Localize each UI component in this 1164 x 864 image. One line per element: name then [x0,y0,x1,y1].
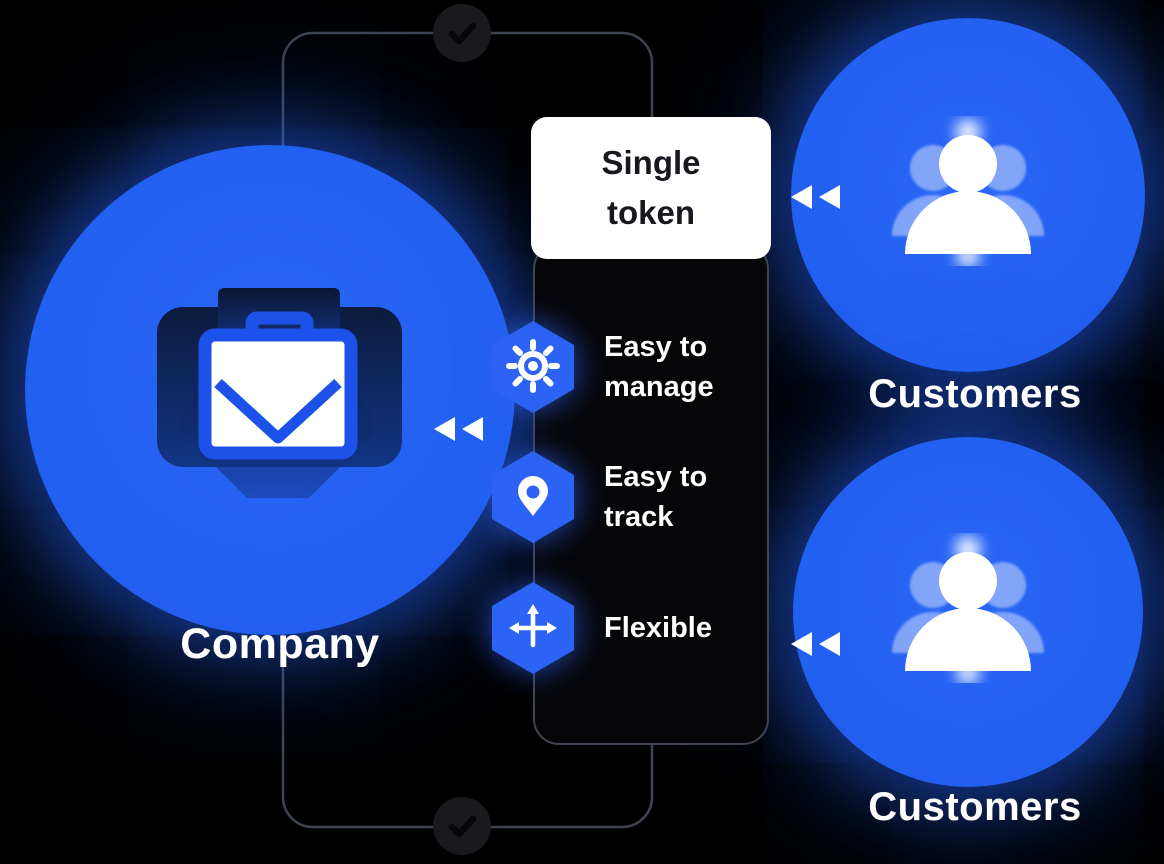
feature-easy-to-track: Easy to track [604,461,708,533]
left-triangle-icon [819,185,840,209]
left-triangle-icon [462,417,483,441]
features-panel [533,243,769,745]
single-token-card: Single token [531,117,771,259]
left-triangle-icon [791,632,812,656]
feature-flexible: Flexible [604,612,712,644]
move-icon [492,582,574,674]
left-triangle-icon [434,417,455,441]
location-pin-icon [492,451,574,543]
customers-label-1: Customers [868,372,1082,416]
gear-icon [492,321,574,413]
company-label: Company [180,620,380,668]
check-icon [433,797,491,855]
briefcase-icon [146,283,410,520]
left-triangle-icon [819,632,840,656]
feature-easy-to-manage: Easy to manage [604,331,714,403]
customers-arrows-icon [791,632,840,656]
single-token-label: Single token [601,144,701,231]
users-icon [888,116,1048,271]
customers-label-2: Customers [868,785,1082,829]
company-arrows-icon [434,417,483,441]
left-triangle-icon [791,185,812,209]
check-icon [433,4,491,62]
users-icon [888,533,1048,688]
customers-arrows-icon [791,185,840,209]
